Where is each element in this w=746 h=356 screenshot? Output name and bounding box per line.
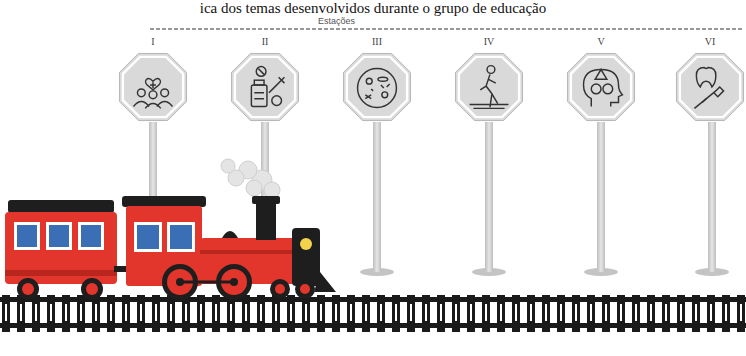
octagon-sign (118, 52, 188, 122)
octagon-sign (454, 52, 524, 122)
station-number: II (230, 36, 300, 48)
station-number: VI (675, 36, 745, 48)
figure-caption: ica dos temas desenvolvidos durante o gr… (0, 0, 746, 17)
station-number: I (118, 36, 188, 48)
heading-label: Estações (318, 16, 355, 26)
octagon-sign (566, 52, 636, 122)
station-sign: V (566, 36, 636, 124)
station-sign: IV (454, 36, 524, 124)
station-sign: II (230, 36, 300, 124)
station-sign: VI (675, 36, 745, 124)
station-sign: I (118, 36, 188, 124)
station-number: III (342, 36, 412, 48)
station-number: IV (454, 36, 524, 48)
station-number: V (566, 36, 636, 48)
octagon-sign (675, 52, 745, 122)
octagon-sign (342, 52, 412, 122)
station-sign: III (342, 36, 412, 124)
octagon-sign (230, 52, 300, 122)
